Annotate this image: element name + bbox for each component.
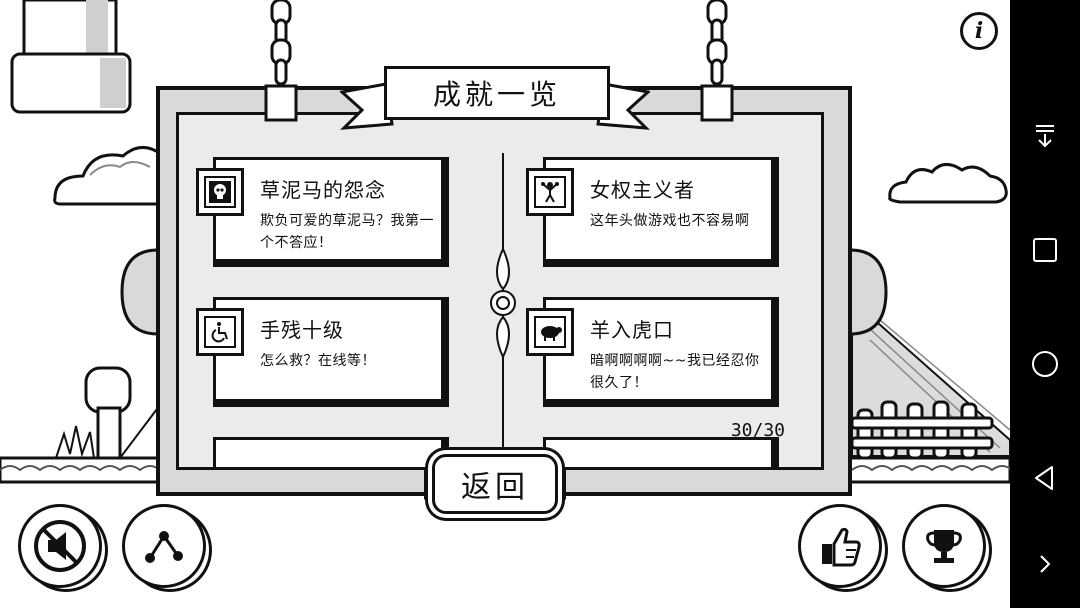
board-side-tabs xyxy=(120,248,888,336)
info-icon: i xyxy=(974,18,984,44)
share-icon xyxy=(145,531,183,563)
more-icon xyxy=(1040,555,1051,573)
achievement-counter: 30/30 xyxy=(730,420,785,441)
cheerleader-icon xyxy=(541,182,559,203)
share-button[interactable] xyxy=(122,504,212,594)
sheep-icon xyxy=(541,326,562,341)
back-button[interactable]: 返回 xyxy=(424,450,566,520)
mute-button[interactable] xyxy=(18,504,108,594)
thumbs-up-icon xyxy=(822,527,861,567)
button-face xyxy=(902,504,986,588)
info-button[interactable]: i xyxy=(960,12,998,50)
achievement-badge xyxy=(196,308,244,356)
notification-pull-button[interactable] xyxy=(1010,105,1080,165)
recents-button[interactable] xyxy=(1010,220,1080,280)
achievement-title: 手残十级 xyxy=(260,318,344,342)
achievement-card[interactable] xyxy=(213,437,449,467)
wheelchair-icon xyxy=(211,322,228,343)
achievement-badge xyxy=(526,308,574,356)
pull-down-icon xyxy=(1036,125,1054,148)
achievement-card[interactable] xyxy=(543,437,779,467)
achievement-title: 草泥马的怨念 xyxy=(260,178,386,202)
button-face xyxy=(122,504,206,588)
android-navigation-bar xyxy=(1010,0,1080,608)
ornament-divider xyxy=(490,153,516,453)
achievement-badge xyxy=(526,168,574,216)
home-icon xyxy=(1032,351,1058,377)
achievement-card[interactable]: 草泥马的怨念 欺负可爱的草泥马？我第一个不答应！ xyxy=(196,157,449,267)
skull-icon xyxy=(209,181,231,203)
banner-title-plate: 成就一览 xyxy=(384,66,610,120)
achievements-button[interactable] xyxy=(902,504,992,594)
game-screen: 草泥马的怨念 欺负可爱的草泥马？我第一个不答应！ 女权主义者 这年头做 xyxy=(0,0,1010,594)
achievement-card[interactable]: 羊入虎口 暗啊啊啊啊~~我已经忍你很久了！ xyxy=(526,297,779,407)
achievement-description: 暗啊啊啊啊~~我已经忍你很久了！ xyxy=(590,353,760,391)
back-icon xyxy=(1035,466,1053,490)
page-title: 成就一览 xyxy=(432,78,561,111)
home-button[interactable] xyxy=(1010,334,1080,394)
achievement-description: 欺负可爱的草泥马？我第一个不答应！ xyxy=(260,213,434,251)
back-button-plate: 返回 xyxy=(432,454,558,514)
trophy-icon xyxy=(926,530,962,563)
achievement-title: 女权主义者 xyxy=(590,178,695,202)
achievement-badge xyxy=(196,168,244,216)
system-back-button[interactable] xyxy=(1010,448,1080,508)
title-banner: 成就一览 xyxy=(340,62,650,134)
button-face xyxy=(798,504,882,588)
achievement-card[interactable]: 女权主义者 这年头做游戏也不容易啊 xyxy=(526,157,779,267)
chain-clips xyxy=(264,84,734,122)
achievement-title: 羊入虎口 xyxy=(590,318,674,342)
more-button[interactable] xyxy=(1010,534,1080,594)
back-button-label: 返回 xyxy=(461,470,529,505)
achievements-list[interactable]: 草泥马的怨念 欺负可爱的草泥马？我第一个不答应！ 女权主义者 这年头做 xyxy=(176,112,824,470)
achievements-board: 草泥马的怨念 欺负可爱的草泥马？我第一个不答应！ 女权主义者 这年头做 xyxy=(156,86,852,496)
achievement-description: 这年头做游戏也不容易啊 xyxy=(590,213,750,229)
achievement-card[interactable]: 手残十级 怎么救？在线等！ xyxy=(196,297,449,407)
button-face xyxy=(18,504,102,588)
mute-icon xyxy=(34,520,86,572)
achievement-description: 怎么救？在线等！ xyxy=(260,353,376,369)
banner-ribbon-tails xyxy=(340,82,650,130)
like-button[interactable] xyxy=(798,504,888,594)
recents-icon xyxy=(1033,238,1057,262)
